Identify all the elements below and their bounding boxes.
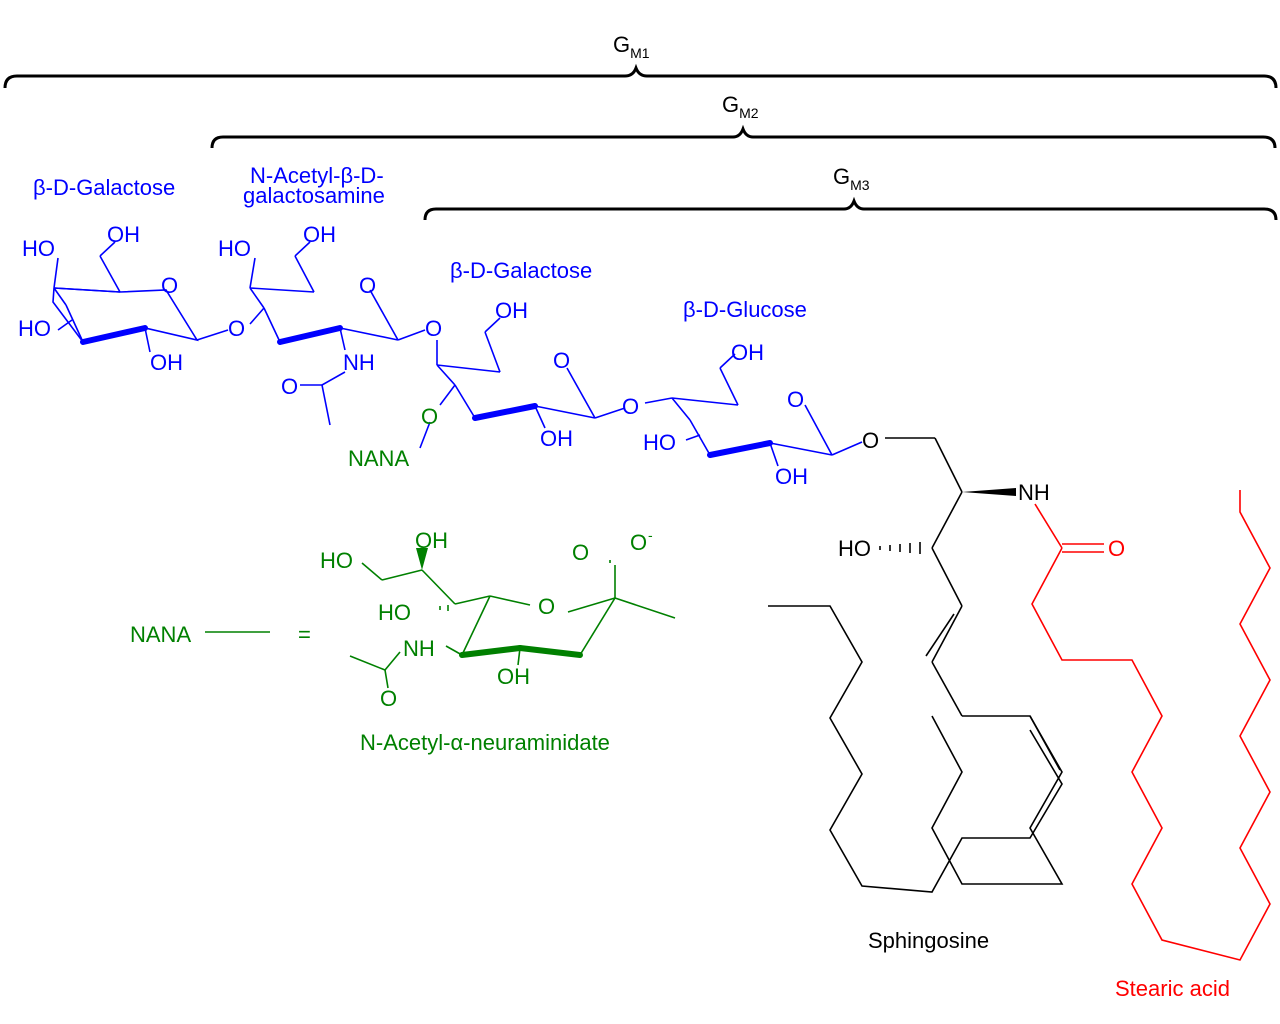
hashed-wedge xyxy=(879,542,921,554)
sphingosine-label: Sphingosine xyxy=(868,928,989,953)
ring-galnac xyxy=(249,241,426,426)
stearic-acid-label: Stearic acid xyxy=(1115,976,1230,1001)
nh-label: NH xyxy=(1018,480,1050,505)
glucose-label: β-D-Glucose xyxy=(683,297,807,322)
nh-label: NH xyxy=(343,350,375,375)
gm3-bracket: GM3 xyxy=(423,164,1278,221)
ring-glucose xyxy=(644,353,863,467)
ring-o-label: O xyxy=(787,387,804,412)
legend-equals: = xyxy=(298,622,311,647)
oh-label: OH xyxy=(150,350,183,375)
oh-label: OH xyxy=(303,222,336,247)
oh-label: OH xyxy=(497,664,530,689)
gm1-bracket: GM1 xyxy=(3,32,1278,89)
legend-nana-label: NANA xyxy=(130,622,191,647)
linker-o-label: O xyxy=(622,394,639,419)
glycosidic-o-label: O xyxy=(862,428,879,453)
oh-label: OH xyxy=(415,528,448,553)
linker-o-label: O xyxy=(425,316,442,341)
galactose-terminal-label: β-D-Galactose xyxy=(33,175,175,200)
ho-label: HO xyxy=(18,316,51,341)
oh-label: OH xyxy=(775,464,808,489)
gm2-label: GM2 xyxy=(722,92,759,121)
gm2-bracket: GM2 xyxy=(210,92,1277,149)
hashed-wedge xyxy=(439,605,449,611)
nana-label: NANA xyxy=(348,446,409,471)
carboxylate-o-label: O xyxy=(572,540,589,565)
ho-label: HO xyxy=(218,236,251,261)
ho-label: HO xyxy=(320,548,353,573)
ring-galactose-terminal xyxy=(52,241,229,353)
ring-o-label: O xyxy=(538,594,555,619)
ho-label: HO xyxy=(643,430,676,455)
neuraminidate-label: N-Acetyl-α-neuraminidate xyxy=(360,730,610,755)
oh-label: OH xyxy=(495,298,528,323)
ho-label: HO xyxy=(378,600,411,625)
ring-o-label: O xyxy=(359,273,376,298)
gm1-label: GM1 xyxy=(613,32,650,61)
galactose-inner-label: β-D-Galactose xyxy=(450,258,592,283)
gm3-label: GM3 xyxy=(833,164,870,193)
linker-o-label: O xyxy=(228,316,245,341)
ring-o-label: O xyxy=(553,348,570,373)
sphingosine-chain xyxy=(768,437,1064,893)
ho-label: HO xyxy=(838,536,871,561)
ho-label: HO xyxy=(22,236,55,261)
oh-label: OH xyxy=(731,340,764,365)
ring-neuraminidate xyxy=(349,548,676,689)
galnac-label-line1: N-Acetyl-β-D- xyxy=(250,163,384,188)
carbonyl-o-label: O xyxy=(1108,536,1125,561)
oh-label: OH xyxy=(540,426,573,451)
galnac-label-line2: galactosamine xyxy=(243,183,385,208)
nh-label: NH xyxy=(403,636,435,661)
negative-charge-label: - xyxy=(648,527,653,543)
carbonyl-o-label: O xyxy=(281,374,298,399)
stearic-acid-chain xyxy=(1031,490,1271,961)
ring-galactose-inner xyxy=(419,317,626,449)
oh-label: OH xyxy=(107,222,140,247)
carbonyl-o-label: O xyxy=(380,686,397,711)
nana-link-o-label: O xyxy=(421,404,438,429)
ring-o-label: O xyxy=(161,273,178,298)
carboxylate-o-label: O xyxy=(630,530,647,555)
